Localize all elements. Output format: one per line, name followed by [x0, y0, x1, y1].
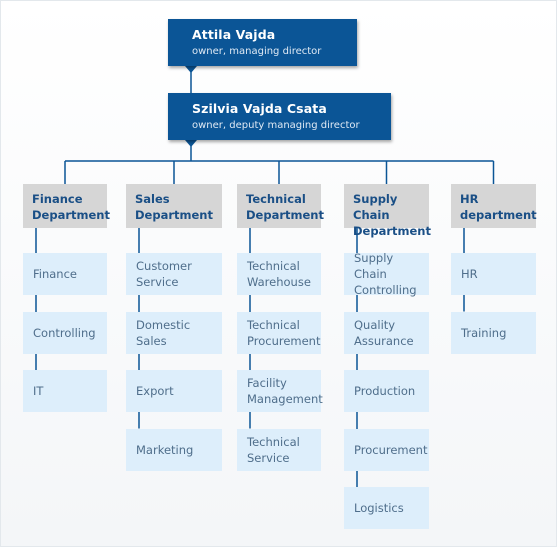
department-box: Finance Department: [23, 184, 110, 228]
department-label: HR department: [460, 192, 537, 222]
unit-box: Finance: [23, 253, 107, 295]
top-box-managing-director: Attila Vajda owner, managing director: [168, 19, 357, 66]
department-box: HR department: [451, 184, 537, 228]
unit-box: Domestic Sales: [126, 311, 222, 354]
top-box-deputy-director: Szilvia Vajda Csata owner, deputy managi…: [168, 93, 391, 140]
unit-label: Export: [136, 384, 174, 398]
unit-box: Export: [126, 370, 222, 412]
department-label: Technical Department: [246, 192, 324, 222]
unit-label: HR: [461, 267, 478, 281]
unit-box: Technical Procurement: [237, 311, 321, 354]
unit-box: HR: [451, 253, 536, 295]
unit-box: Controlling: [23, 311, 107, 354]
unit-label: Customer Service: [136, 259, 192, 289]
unit-box: IT: [23, 370, 107, 412]
top-name: Attila Vajda: [192, 27, 276, 42]
unit-label: Procurement: [354, 442, 428, 457]
unit-box: Technical Warehouse: [237, 253, 321, 295]
unit-box: Procurement: [344, 428, 429, 471]
unit-label: Technical Warehouse: [247, 259, 311, 289]
top-role: owner, deputy managing director: [192, 120, 360, 131]
unit-label: Logistics: [354, 501, 404, 515]
unit-box: Training: [451, 311, 536, 354]
unit-label: Quality Assurance: [354, 317, 414, 348]
unit-label: Finance: [33, 267, 77, 281]
department-box: Supply Chain Department: [344, 184, 431, 238]
unit-label: Supply Chain Controlling: [354, 251, 417, 297]
unit-box: Logistics: [344, 487, 429, 529]
unit-box: Facility Management: [237, 370, 323, 412]
unit-label: Marketing: [136, 442, 194, 457]
unit-box: Supply Chain Controlling: [344, 251, 429, 297]
department-label: Supply Chain Department: [353, 192, 431, 238]
unit-label: Training: [461, 325, 507, 340]
top-name: Szilvia Vajda Csata: [192, 101, 327, 116]
pointer-marker: [185, 66, 197, 73]
unit-label: Domestic Sales: [136, 317, 191, 348]
department-label: Sales Department: [135, 192, 213, 222]
pointer-marker: [185, 140, 197, 147]
unit-label: Technical Procurement: [247, 317, 321, 348]
department-box: Technical Department: [237, 184, 324, 228]
top-role: owner, managing director: [192, 46, 322, 57]
unit-label: Production: [354, 384, 416, 398]
unit-label: Technical Service: [247, 434, 300, 465]
unit-label: Controlling: [33, 325, 96, 340]
department-label: Finance Department: [32, 192, 110, 222]
unit-label: IT: [33, 384, 44, 398]
department-box: Sales Department: [126, 184, 222, 228]
unit-box: Customer Service: [126, 253, 222, 295]
unit-label: Facility Management: [247, 376, 323, 406]
unit-box: Quality Assurance: [344, 311, 429, 354]
unit-box: Technical Service: [237, 428, 321, 471]
unit-box: Production: [344, 370, 429, 412]
unit-box: Marketing: [126, 428, 222, 471]
